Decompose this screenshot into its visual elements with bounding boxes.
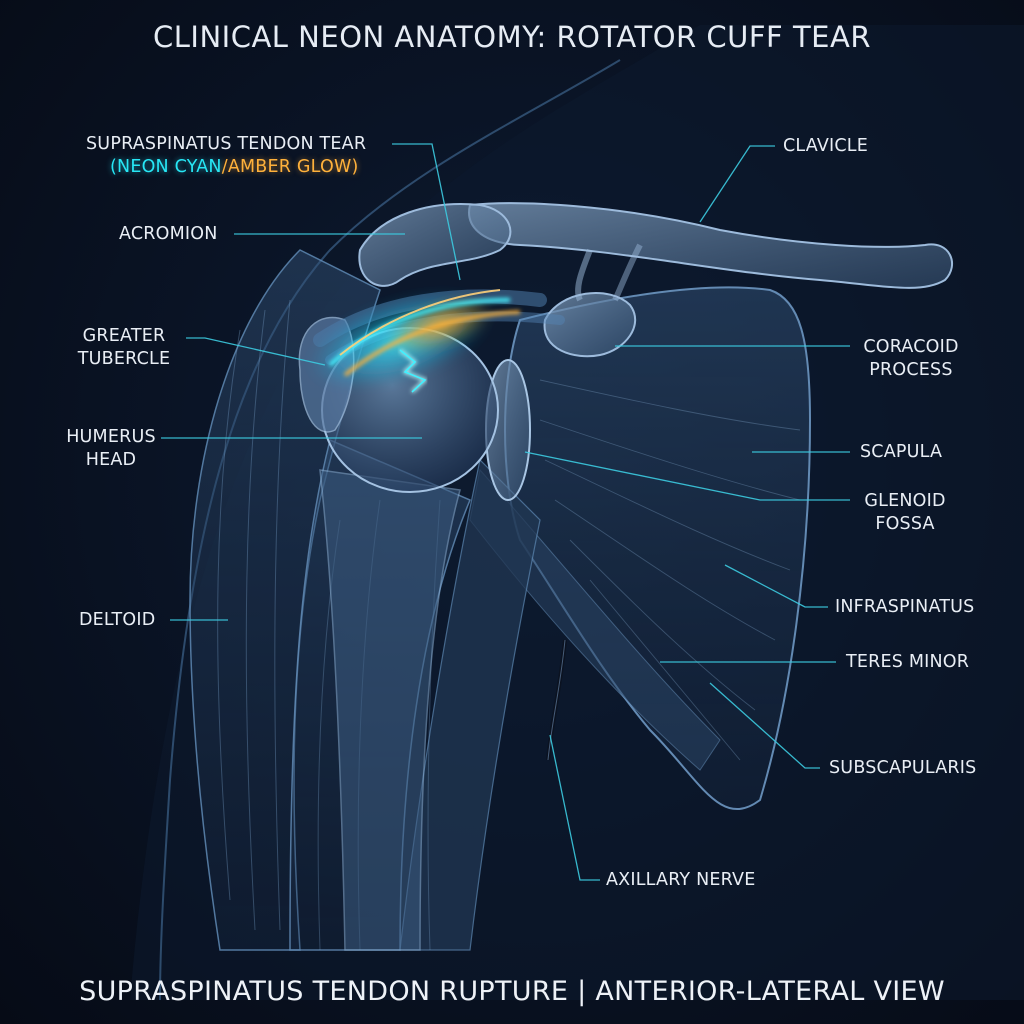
paren-close: ) [351, 157, 359, 177]
clavicle-bone [468, 202, 954, 289]
paren-open: ( [110, 157, 118, 177]
label-greater-tubercle-line2: TUBERCLE [77, 349, 171, 369]
label-glenoid-line1: GLENOID [864, 491, 946, 511]
label-deltoid: DELTOID [79, 610, 156, 630]
label-infraspinatus: INFRASPINATUS [835, 597, 975, 617]
label-greater-tubercle: GREATER TUBERCLE [68, 325, 180, 371]
label-axillary-nerve: AXILLARY NERVE [606, 870, 756, 890]
label-greater-tubercle-line1: GREATER [82, 326, 166, 346]
page-title: CLINICAL NEON ANATOMY: ROTATOR CUFF TEAR [153, 20, 871, 54]
coracoid-process [543, 292, 637, 358]
label-coracoid-line1: CORACOID [863, 337, 959, 357]
label-supraspinatus-line1: SUPRASPINATUS TENDON TEAR [86, 134, 367, 154]
label-coracoid-process: CORACOID PROCESS [855, 336, 967, 382]
slash: / [221, 157, 228, 177]
label-humerus-head-line1: HUMERUS [66, 427, 156, 447]
label-scapula: SCAPULA [860, 442, 943, 462]
label-supraspinatus-colors: (NEON CYAN/AMBER GLOW) [86, 156, 366, 179]
label-acromion: ACROMION [119, 224, 218, 244]
label-glenoid-line2: FOSSA [875, 514, 935, 534]
label-subscapularis: SUBSCAPULARIS [829, 758, 977, 778]
humerus-shaft [319, 469, 461, 951]
label-teres-minor: TERES MINOR [846, 652, 970, 672]
acromion-bone [358, 203, 512, 287]
label-supraspinatus-tear: SUPRASPINATUS TENDON TEAR (NEON CYAN/AMB… [86, 133, 366, 179]
leader-lines [161, 143, 850, 881]
footer-caption: SUPRASPINATUS TENDON RUPTURE | ANTERIOR-… [79, 976, 945, 1007]
label-humerus-head: HUMERUS HEAD [66, 426, 156, 472]
label-coracoid-line2: PROCESS [869, 360, 953, 380]
label-amber-glow: AMBER GLOW [227, 157, 352, 177]
label-humerus-head-line2: HEAD [85, 450, 137, 470]
label-neon-cyan: NEON CYAN [117, 157, 222, 177]
label-glenoid-fossa: GLENOID FOSSA [855, 490, 955, 536]
label-clavicle: CLAVICLE [783, 136, 868, 156]
supraspinatus-tear-glow [308, 289, 521, 394]
